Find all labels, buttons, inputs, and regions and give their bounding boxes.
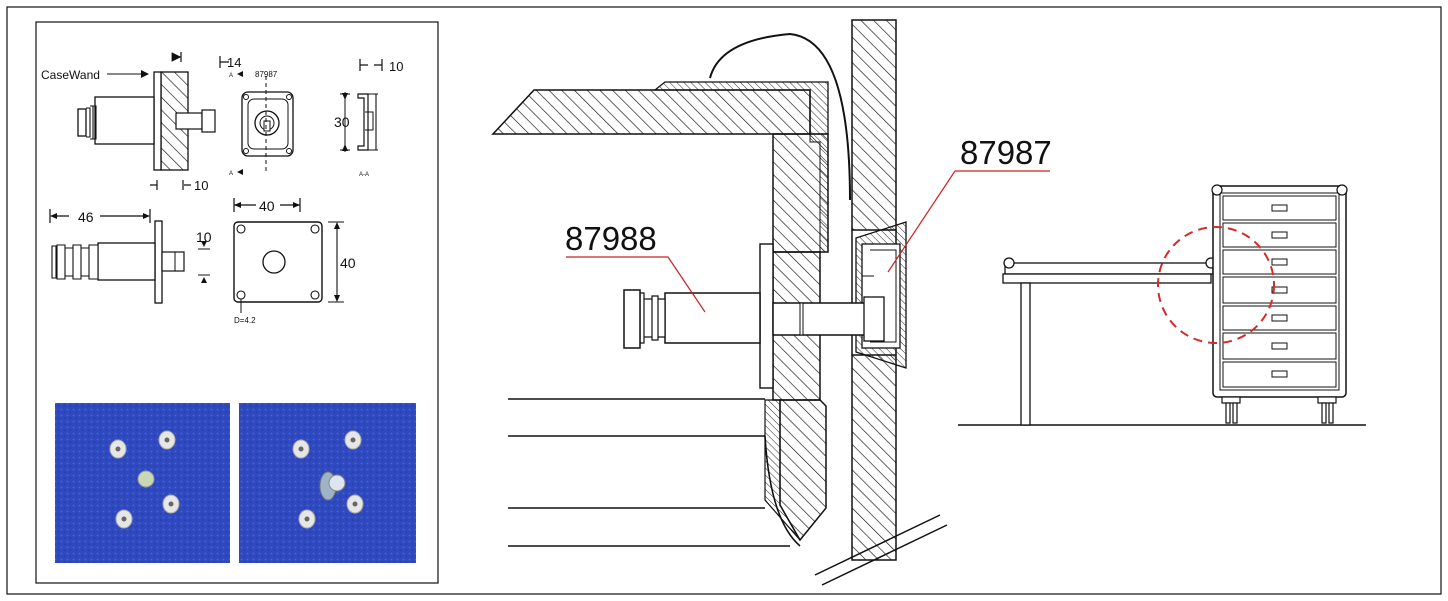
section-a-a-view: 10 30 A-A	[334, 59, 403, 178]
left-spec-panel: CaseWand 10 14 A 87987	[35, 21, 439, 584]
section-mark-bottom: A	[229, 171, 233, 177]
hole-diameter-label: D=4.2	[234, 316, 256, 325]
section-label: A-A	[359, 172, 369, 178]
dim-40-height: 40	[340, 255, 356, 271]
receiver-front-view: 14 A 87987 A	[219, 55, 294, 177]
drawer-cabinet	[1211, 184, 1348, 424]
part-label-small: 87987	[255, 70, 278, 79]
table-leg	[1020, 282, 1031, 426]
casewand-label: CaseWand	[41, 68, 100, 82]
dim-10-pin: 10	[196, 229, 212, 245]
product-photo-2	[239, 403, 416, 563]
outer-border	[6, 6, 1442, 595]
plate-front-view: 40 D=4.2 40	[233, 198, 356, 325]
dim-10-side: 10	[194, 178, 208, 193]
label-87987: 87987	[960, 134, 1052, 171]
installation-section-diagram: 87988 87987	[491, 19, 1052, 586]
bolt-side-view: 46 10	[49, 209, 212, 304]
section-mark-top: A	[229, 73, 233, 79]
dim-30: 30	[334, 114, 350, 130]
dim-40-width: 40	[259, 198, 275, 214]
leader-87988	[566, 256, 706, 313]
dim-46: 46	[78, 209, 94, 225]
leader-87987	[887, 170, 1050, 273]
dim-10-top: 10	[389, 59, 403, 74]
table-top	[1004, 262, 1214, 275]
detail-highlight-circle	[1157, 226, 1275, 344]
dim-14: 14	[227, 55, 241, 70]
label-87988: 87988	[565, 220, 657, 257]
product-photo-1	[55, 403, 230, 563]
cabinet-context-view	[958, 184, 1366, 426]
casewand-section-view: CaseWand 10	[41, 52, 216, 193]
